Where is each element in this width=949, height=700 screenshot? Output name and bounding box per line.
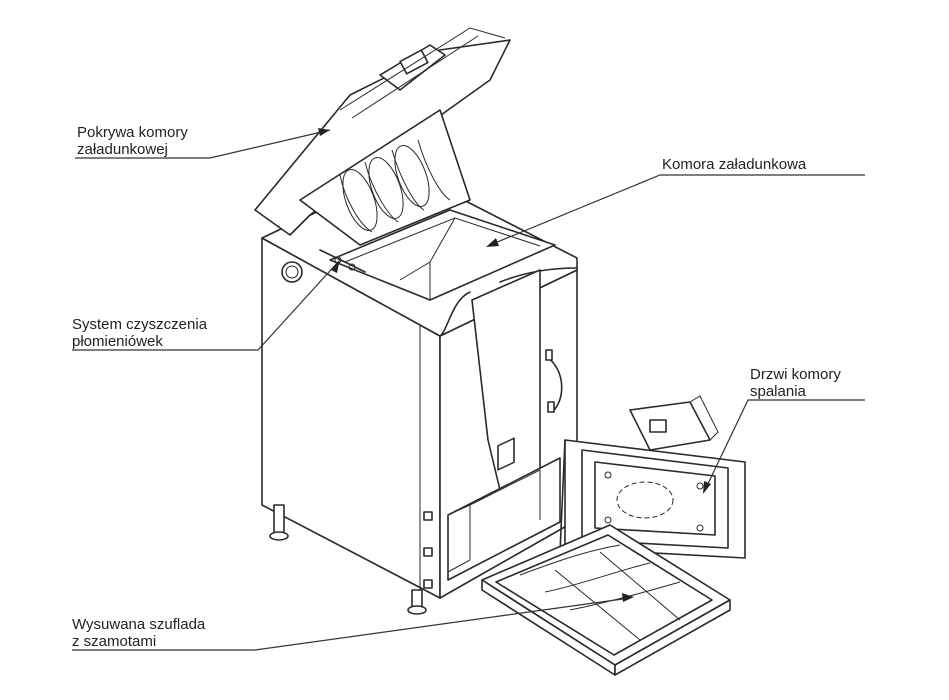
label-line: Komora załadunkowa: [662, 156, 807, 173]
fireclay-drawer: [481, 524, 731, 676]
label-line: Wysuwana szuflada: [72, 616, 206, 633]
label-line: System czyszczenia: [72, 316, 208, 333]
label-line: spalania: [750, 383, 806, 400]
label-flue-cleaning-system: System czyszczenia płomieniówek: [72, 316, 207, 350]
label-line: z szamotami: [72, 633, 157, 650]
label-line: załadunkowej: [77, 141, 168, 158]
label-loading-chamber-lid: Pokrywa komory załadunkowej: [77, 124, 188, 158]
label-line: płomieniówek: [72, 333, 163, 350]
label-loading-chamber: Komora załadunkowa: [662, 156, 806, 173]
loading-chamber-lid: [254, 27, 511, 246]
label-combustion-chamber-door: Drzwi komory spalania: [750, 366, 841, 400]
label-fireclay-drawer: Wysuwana szuflada z szamotami: [72, 616, 205, 650]
leader-lines: [72, 128, 865, 651]
label-line: Drzwi komory: [750, 366, 841, 383]
label-line: Pokrywa komory: [77, 124, 188, 141]
boiler-body: [261, 169, 578, 615]
